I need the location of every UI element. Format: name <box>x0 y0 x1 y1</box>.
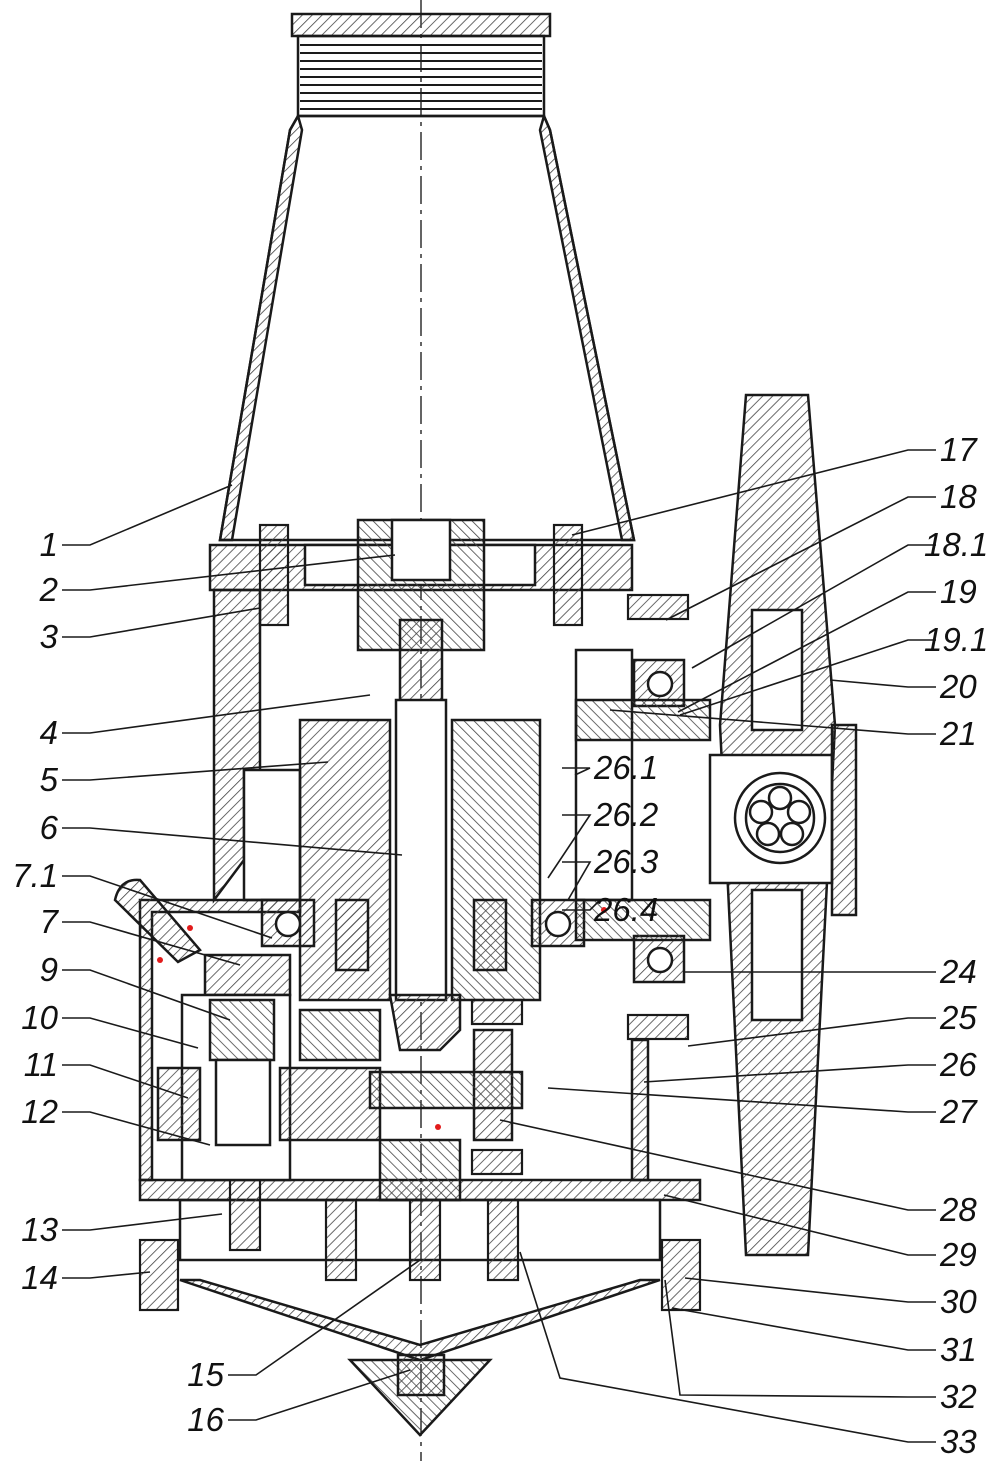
callout-31: 31 <box>940 1331 977 1368</box>
callout-26: 26 <box>940 1046 977 1083</box>
callout-4: 4 <box>39 714 58 751</box>
callout-2: 2 <box>39 571 58 608</box>
callout-14: 14 <box>21 1259 58 1296</box>
callout-3: 3 <box>39 618 58 655</box>
callout-19-1: 19.1 <box>924 621 989 658</box>
callout-32: 32 <box>940 1378 977 1415</box>
callout-18-1: 18.1 <box>924 526 989 563</box>
callout-1: 1 <box>39 526 58 563</box>
callout-13: 13 <box>21 1211 58 1248</box>
callout-26-3: 26.3 <box>594 843 659 880</box>
callout-12: 12 <box>21 1093 58 1130</box>
callout-30: 30 <box>940 1283 977 1320</box>
callout-16: 16 <box>187 1401 224 1438</box>
callout-18: 18 <box>940 478 977 515</box>
bolts <box>138 523 702 1312</box>
callout-27: 27 <box>940 1093 977 1130</box>
callout-9: 9 <box>39 951 58 988</box>
callout-28: 28 <box>940 1191 977 1228</box>
callout-15: 15 <box>187 1356 224 1393</box>
leader-lines <box>62 449 936 1443</box>
callout-24: 24 <box>940 953 977 990</box>
callout-11: 11 <box>23 1046 58 1083</box>
callout-19: 19 <box>940 573 977 610</box>
central-shaft <box>298 518 542 1002</box>
callout-26-1: 26.1 <box>594 749 659 786</box>
callout-26-2: 26.2 <box>594 796 659 833</box>
callout-17: 17 <box>940 431 977 468</box>
callout-26-4: 26.4 <box>594 891 659 928</box>
callout-25: 25 <box>940 999 977 1036</box>
callout-6: 6 <box>39 809 58 846</box>
callout-7: 7 <box>39 903 58 940</box>
lever-handle <box>113 878 202 964</box>
callout-5: 5 <box>39 761 58 798</box>
callout-7-1: 7.1 <box>12 857 58 894</box>
callout-29: 29 <box>940 1236 977 1273</box>
red-markers <box>157 907 607 1130</box>
callout-33: 33 <box>940 1423 977 1460</box>
gear-train <box>156 953 524 1202</box>
callout-21: 21 <box>940 715 977 752</box>
callout-20: 20 <box>940 668 977 705</box>
upper-cone <box>218 12 636 542</box>
callout-10: 10 <box>21 999 58 1036</box>
side-port <box>574 393 858 1257</box>
